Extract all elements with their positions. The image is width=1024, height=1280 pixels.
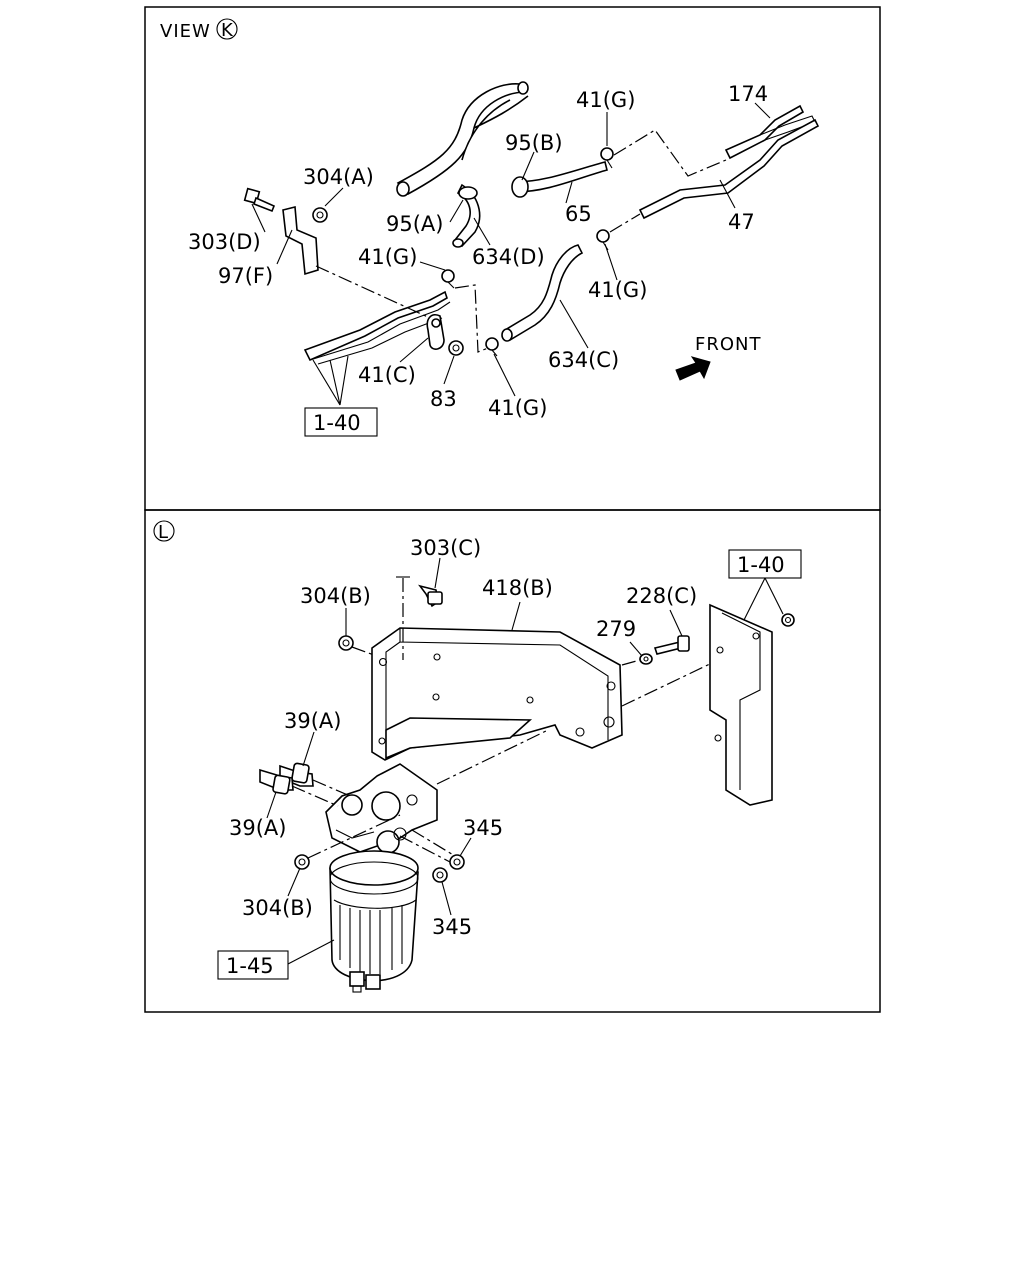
connector-39a-lower [259,768,294,795]
hose-65 [514,161,608,193]
label-304b-a: 304(B) [300,584,371,608]
label-345-a: 345 [463,816,503,840]
panel-frame-bottom [144,509,881,1013]
label-634d: 634(D) [472,245,545,269]
label-303d: 303(D) [188,230,261,254]
nut-345-upper [449,854,465,870]
label-41g-d: 41(G) [488,396,547,420]
view-l-letter: L [158,522,169,543]
upper-hose [396,81,529,197]
front-arrow-icon [675,356,711,381]
connector-39a-upper [279,762,314,787]
ref-box-1-40-top [304,407,378,437]
label-174: 174 [728,82,768,106]
hose-634c [503,244,584,342]
label-83: 83 [430,387,457,411]
label-41g-a: 41(G) [576,88,635,112]
bracket-418b [371,627,623,761]
leaders-top [251,102,771,406]
label-41g-b: 41(G) [358,245,417,269]
label-41g-c: 41(G) [588,278,647,302]
clip-41c [426,314,445,350]
nut-1-40 [781,613,795,627]
clamp-41g-top [600,147,614,169]
label-39a-a: 39(A) [284,709,341,733]
label-41c: 41(C) [358,363,416,387]
bolt-303d [243,187,276,213]
nut-304b-lower [294,854,310,870]
bolt-303c [418,584,443,608]
view-l-circle [153,520,175,542]
view-k-prefix: VIEW [160,21,211,42]
label-95b: 95(B) [505,131,563,155]
pipe-174 [724,104,805,160]
label-304b-b: 304(B) [242,896,313,920]
leaders-bottom [266,557,784,965]
label-97f: 97(F) [218,264,273,288]
label-ref-1-40-top: 1-40 [313,411,361,435]
clamp-41g-lower [485,337,499,357]
nut-304a [312,207,328,223]
label-634c: 634(C) [548,348,619,372]
clamp-95b [511,176,529,198]
ref-box-1-45 [217,950,289,980]
label-228c: 228(C) [626,584,697,608]
bracket-97f [282,205,319,276]
front-label: FRONT [695,334,762,355]
ref-box-1-40-bottom [728,549,802,579]
nut-83 [448,340,464,356]
clamp-41g-mid [441,269,455,289]
nut-345-lower [432,867,448,883]
bolt-228c [653,635,690,655]
label-304a: 304(A) [303,165,374,189]
clamp-95a [458,186,478,200]
label-418b: 418(B) [482,576,553,600]
filter-bowl-1-45 [329,850,419,993]
frame-bracket-1-40 [709,603,773,806]
nut-304b-top [338,635,354,651]
view-k-letter: K [221,20,234,41]
label-65: 65 [565,202,592,226]
view-k-circle [216,18,238,40]
label-39a-b: 39(A) [229,816,286,840]
label-95a: 95(A) [386,212,443,236]
clamp-41g-right [596,229,610,251]
label-279: 279 [596,617,636,641]
label-303c: 303(C) [410,536,481,560]
label-47: 47 [728,210,755,234]
washer-279 [639,653,653,665]
filter-head [325,763,438,854]
pipe-1-40 [303,290,448,362]
pipe-47 [638,118,820,220]
label-ref-1-40-bottom: 1-40 [737,553,785,577]
label-345-b: 345 [432,915,472,939]
label-ref-1-45: 1-45 [226,954,274,978]
